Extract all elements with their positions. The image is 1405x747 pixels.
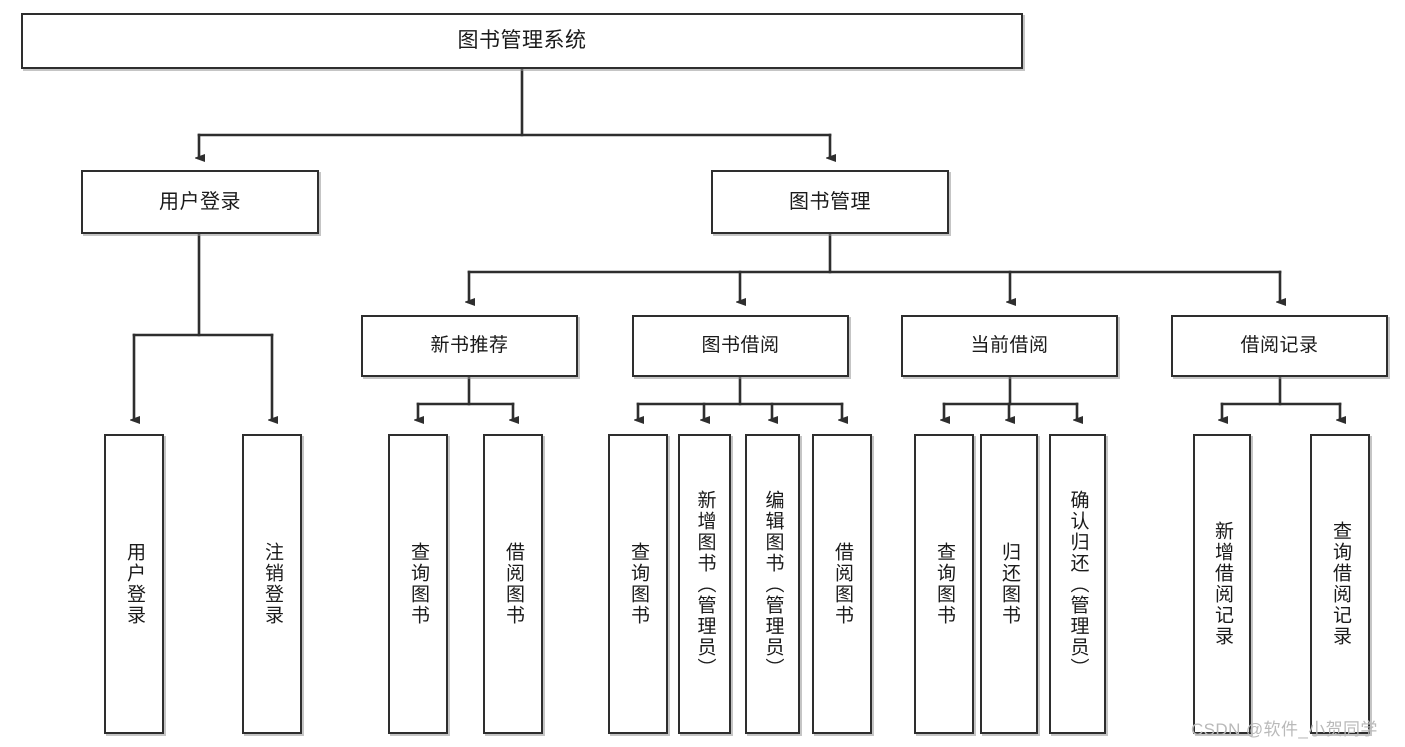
node-new-book-recommend-label: 新书推荐 [430, 335, 509, 357]
node-book-management[interactable]: 图书管理 [711, 170, 949, 234]
node-book-borrow[interactable]: 图书借阅 [632, 315, 849, 377]
leaf-record-query-record[interactable]: 查询借阅记录 [1310, 434, 1370, 734]
leaf-recommend-query-book[interactable]: 查询图书 [388, 434, 448, 734]
csdn-watermark: CSDN @软件_小贺同学 [1191, 720, 1378, 739]
leaf-borrow-edit-book-admin[interactable]: 编辑图书（管理员） [745, 434, 800, 734]
node-book-borrow-label: 图书借阅 [701, 335, 780, 357]
leaf-label: 新增图书（管理员） [694, 489, 716, 679]
leaf-borrow-add-book-admin[interactable]: 新增图书（管理员） [678, 434, 731, 734]
leaf-current-confirm-return-admin[interactable]: 确认归还（管理员） [1049, 434, 1106, 734]
node-root-label: 图书管理系统 [457, 29, 587, 53]
leaf-label: 借阅图书 [831, 542, 853, 626]
leaf-current-return-book[interactable]: 归还图书 [980, 434, 1038, 734]
leaf-label: 注销登录 [261, 542, 283, 626]
leaf-label: 借阅图书 [502, 542, 524, 626]
node-current-borrow-label: 当前借阅 [970, 335, 1049, 357]
leaf-label: 确认归还（管理员） [1067, 489, 1089, 679]
leaf-label: 查询借阅记录 [1329, 521, 1351, 647]
leaf-label: 编辑图书（管理员） [762, 489, 784, 679]
leaf-label: 查询图书 [407, 542, 429, 626]
node-current-borrow[interactable]: 当前借阅 [901, 315, 1118, 377]
leaf-recommend-borrow-book[interactable]: 借阅图书 [483, 434, 543, 734]
leaf-user-login-logout[interactable]: 注销登录 [242, 434, 302, 734]
leaf-label: 查询图书 [933, 542, 955, 626]
node-user-login[interactable]: 用户登录 [81, 170, 319, 234]
node-root[interactable]: 图书管理系统 [21, 13, 1023, 69]
leaf-current-query-book[interactable]: 查询图书 [914, 434, 974, 734]
leaf-label: 新增借阅记录 [1211, 521, 1233, 647]
leaf-borrow-borrow-book[interactable]: 借阅图书 [812, 434, 872, 734]
node-borrow-record[interactable]: 借阅记录 [1171, 315, 1388, 377]
leaf-label: 查询图书 [627, 542, 649, 626]
node-user-login-label: 用户登录 [159, 190, 241, 213]
node-new-book-recommend[interactable]: 新书推荐 [361, 315, 578, 377]
leaf-user-login-login[interactable]: 用户登录 [104, 434, 164, 734]
leaf-label: 归还图书 [998, 542, 1020, 626]
leaf-record-add-record[interactable]: 新增借阅记录 [1193, 434, 1251, 734]
node-borrow-record-label: 借阅记录 [1240, 335, 1319, 357]
leaf-borrow-query-book[interactable]: 查询图书 [608, 434, 668, 734]
leaf-label: 用户登录 [123, 542, 145, 626]
node-book-management-label: 图书管理 [789, 190, 871, 213]
